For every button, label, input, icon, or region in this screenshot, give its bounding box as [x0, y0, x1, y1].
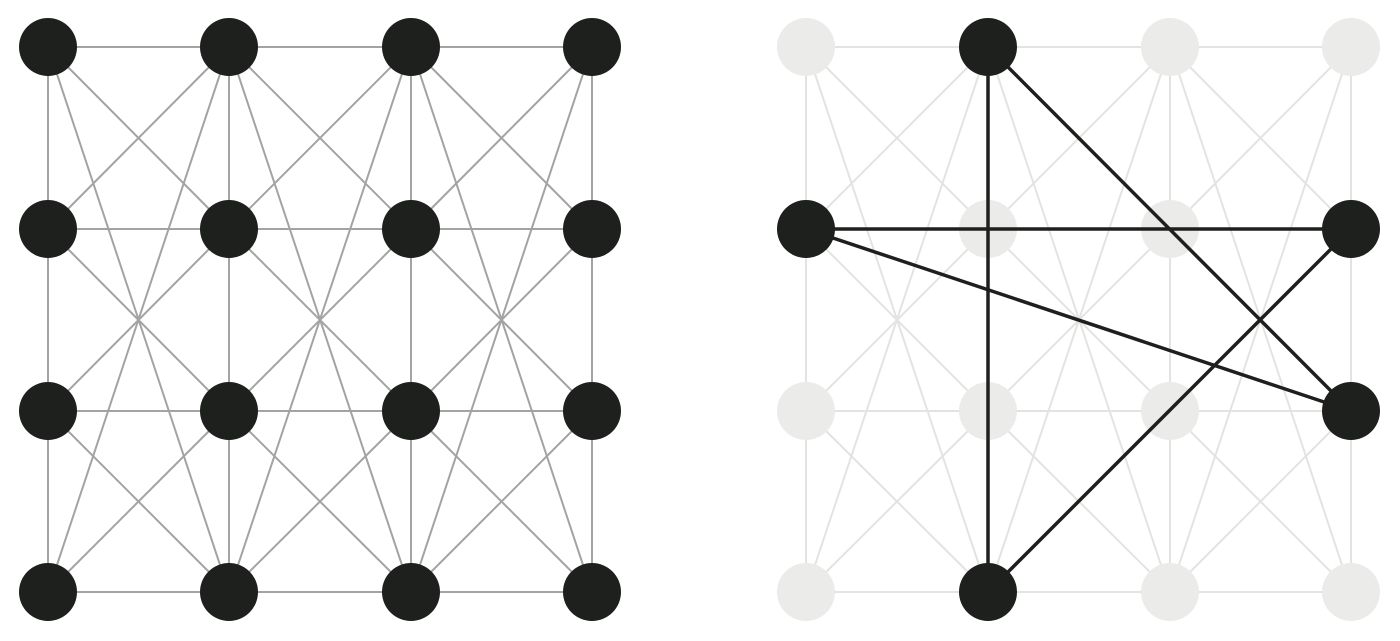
graph-node [200, 563, 258, 621]
faded-node [777, 18, 835, 76]
graph-edge [47, 46, 230, 230]
graph-node [382, 382, 440, 440]
graph-node [19, 563, 77, 621]
graph-node [563, 563, 621, 621]
faded-node [777, 382, 835, 440]
graph-node [563, 382, 621, 440]
faded-node [777, 563, 835, 621]
graph-edge [228, 46, 412, 230]
graph-node [19, 382, 77, 440]
graph-node [19, 18, 77, 76]
graph-node [563, 200, 621, 258]
highlighted-edge [805, 227, 1352, 413]
faded-node [1141, 18, 1199, 76]
graph-edge [1169, 46, 1352, 230]
graph-node [382, 18, 440, 76]
graph-edge [228, 46, 412, 593]
graph-edge [410, 410, 593, 593]
graph-edge [805, 46, 989, 230]
highlighted-edge [986, 227, 1353, 594]
highlighted-node [1322, 200, 1380, 258]
graph-edge [1169, 410, 1352, 593]
graph-node [200, 18, 258, 76]
highlighted-node [959, 18, 1017, 76]
full-grid-graph [19, 18, 621, 621]
faded-node [1322, 18, 1380, 76]
graph-node [200, 200, 258, 258]
graph-edge [410, 46, 593, 593]
graph-node [382, 563, 440, 621]
graph-node [382, 200, 440, 258]
graph-edge [228, 410, 412, 593]
graph-node [19, 200, 77, 258]
graph-edge [410, 46, 593, 230]
graph-edge [47, 410, 230, 593]
graph-edge [47, 46, 230, 593]
graph-edge [805, 46, 989, 593]
highlighted-node [777, 200, 835, 258]
faded-node [1141, 563, 1199, 621]
highlighted-node [1322, 382, 1380, 440]
highlighted-node [959, 563, 1017, 621]
graph-node [563, 18, 621, 76]
faded-node [1322, 563, 1380, 621]
graph-edge [805, 410, 989, 593]
highlighted-subgraph [777, 18, 1380, 621]
graph-node [200, 382, 258, 440]
